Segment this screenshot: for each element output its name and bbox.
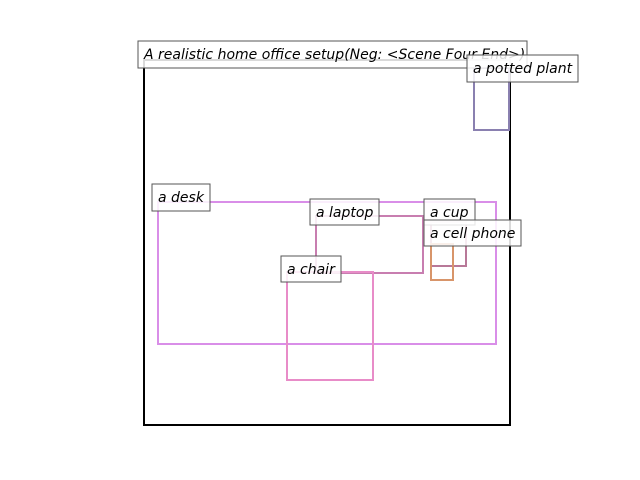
label-potted-plant-text: a potted plant [473, 61, 573, 77]
label-laptop: a laptop [309, 198, 380, 226]
box-cell-phone [430, 243, 454, 281]
label-cell-phone-text: a cell phone [430, 226, 515, 242]
label-potted-plant: a potted plant [466, 54, 579, 83]
label-desk: a desk [151, 183, 211, 212]
label-chair-text: a chair [287, 262, 336, 278]
label-cell-phone: a cell phone [423, 219, 522, 247]
diagram-title-text: A realistic home office setup(Neg: <Scen… [143, 47, 525, 63]
box-chair [286, 271, 374, 381]
label-laptop-text: a laptop [316, 205, 373, 221]
label-chair: a chair [280, 255, 342, 283]
label-cup-text: a cup [430, 205, 469, 221]
label-desk-text: a desk [158, 190, 205, 206]
